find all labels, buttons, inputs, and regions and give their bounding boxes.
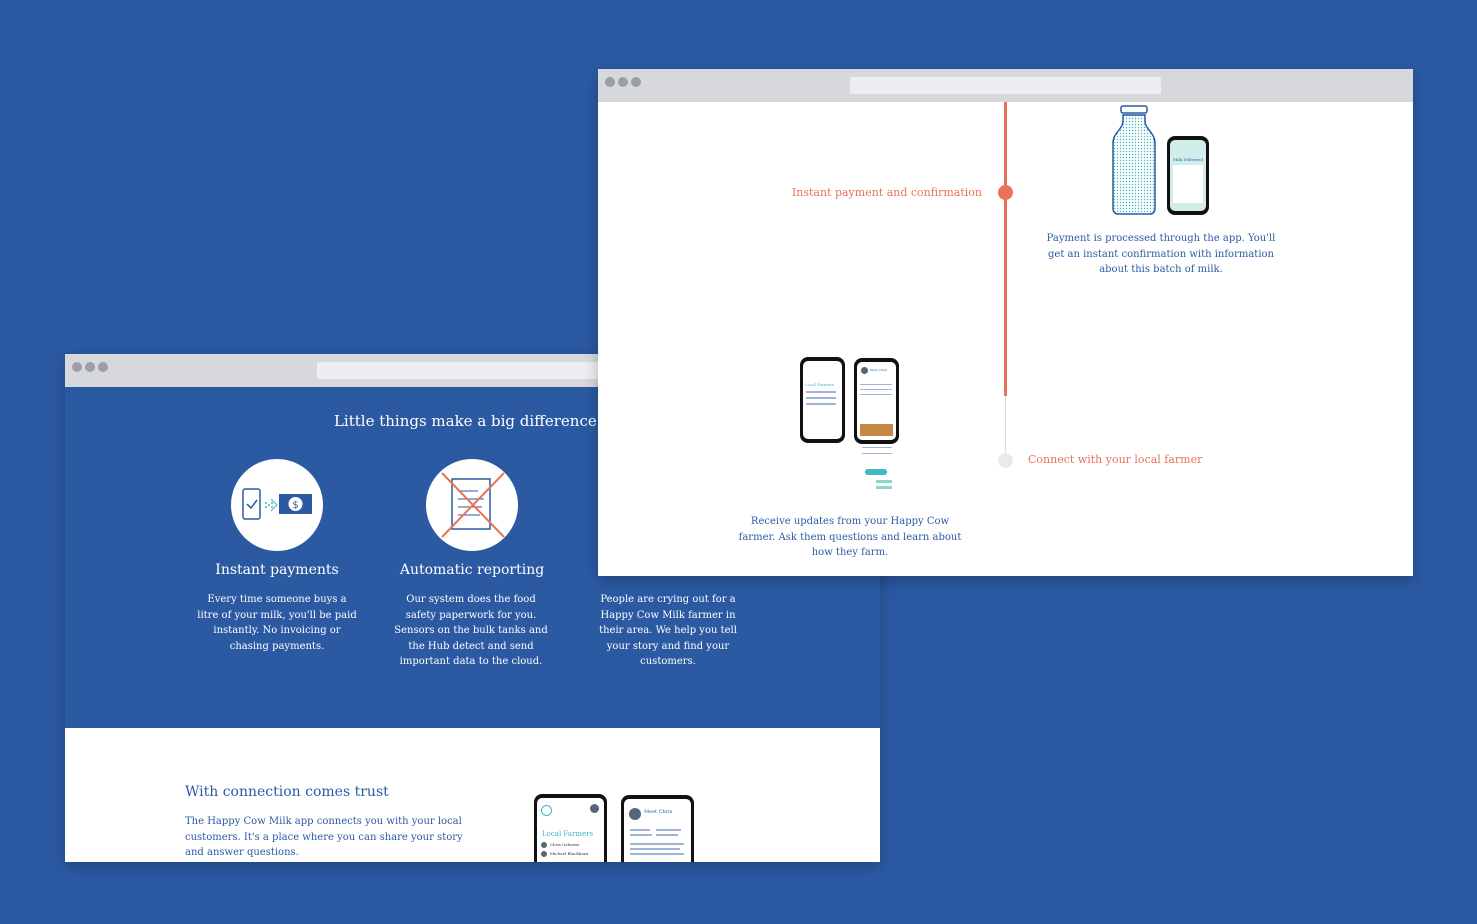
- svg-text:$: $: [292, 500, 298, 511]
- trust-text: The Happy Cow Milk app connects you with…: [185, 816, 463, 858]
- phone-meet-farmer: Meet Chris: [854, 358, 899, 444]
- screen-title: Local Farmers: [805, 382, 835, 387]
- timeline-dot-inactive[interactable]: [998, 453, 1013, 468]
- feature-title-automatic-reporting: Automatic reporting: [399, 562, 545, 578]
- cta-button[interactable]: [865, 469, 887, 475]
- window-maximize-dot[interactable]: [631, 77, 641, 87]
- phone-meet-farmer: Meet Chris: [621, 795, 694, 862]
- screen-title: Milk Delivered: [1173, 157, 1203, 162]
- automatic-reporting-icon: [426, 459, 518, 551]
- timeline-progress: [1004, 102, 1007, 396]
- step-text-connect: Receive updates from your Happy Cow farm…: [738, 516, 962, 558]
- avatar: [590, 804, 599, 813]
- phone-scroll-continuation: [862, 445, 894, 491]
- receipt-card: [1173, 165, 1203, 203]
- farm-photo: [860, 424, 893, 436]
- phone-local-farmers: Local Farmers Chris Osborne Michael Blac…: [534, 794, 607, 862]
- browser-chrome: [598, 69, 1413, 102]
- section-headline: Little things make a big difference...: [333, 412, 612, 430]
- meet-title: Meet Chris: [870, 368, 887, 372]
- meet-title: Meet Chris: [644, 809, 673, 815]
- instant-payments-icon: $: [231, 459, 323, 551]
- milk-bottle-icon: [1110, 105, 1158, 221]
- window-maximize-dot[interactable]: [98, 362, 108, 372]
- phone-milk-delivered: Milk Delivered: [1167, 136, 1209, 215]
- step-text-payment: Payment is processed through the app. Yo…: [1046, 233, 1276, 275]
- avatar: [541, 842, 547, 848]
- app-logo-icon: [541, 805, 552, 816]
- farmer-name: Chris Osborne: [550, 842, 580, 847]
- address-bar[interactable]: [850, 77, 1161, 94]
- feature-text-automatic-reporting: Our system does the food safety paperwor…: [394, 594, 548, 667]
- timeline-dot-active[interactable]: [998, 185, 1013, 200]
- farmer-name: Michael Blackburn: [550, 851, 589, 856]
- window-close-dot[interactable]: [72, 362, 82, 372]
- front-browser-window: Instant payment and confirmation Connect…: [598, 69, 1413, 576]
- step-label-payment: Instant payment and confirmation: [791, 186, 982, 199]
- screen-title: Local Farmers: [542, 830, 594, 838]
- avatar: [629, 808, 641, 820]
- avatar: [541, 851, 547, 857]
- window-close-dot[interactable]: [605, 77, 615, 87]
- feature-text-instant-payments: Every time someone buys a litre of your …: [197, 594, 357, 652]
- timeline-remaining: [1005, 396, 1006, 460]
- feature-title-instant-payments: Instant payments: [215, 562, 339, 578]
- window-minimize-dot[interactable]: [618, 77, 628, 87]
- feature-text-find-customers: People are crying out for a Happy Cow Mi…: [599, 594, 737, 667]
- step-label-connect: Connect with your local farmer: [1028, 453, 1203, 466]
- avatar: [861, 367, 868, 374]
- phone-local-farmers: Local Farmers: [800, 357, 845, 443]
- window-minimize-dot[interactable]: [85, 362, 95, 372]
- trust-title: With connection comes trust: [185, 784, 389, 800]
